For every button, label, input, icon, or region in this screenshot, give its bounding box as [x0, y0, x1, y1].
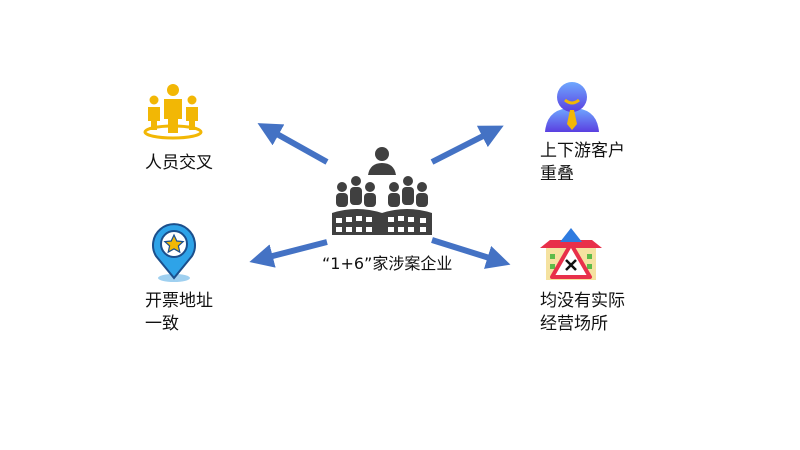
premises-label-line1: 均没有实际 — [540, 291, 625, 311]
premises-label: 均没有实际 经营场所 — [540, 290, 625, 336]
location-pin-star-icon — [152, 223, 196, 282]
clients-label-line2: 重叠 — [540, 164, 574, 184]
people-label-line1: 人员交叉 — [145, 153, 213, 173]
business-person-icon — [545, 82, 599, 132]
clients-label: 上下游客户 重叠 — [540, 140, 625, 186]
center-label: “1+6”家涉案企业 — [322, 254, 453, 273]
arrow-to-people — [257, 123, 329, 165]
address-label: 开票地址 一致 — [145, 290, 213, 336]
premises-label-line2: 经营场所 — [540, 314, 608, 334]
arrow-to-clients — [430, 125, 504, 165]
arrow-to-address — [249, 239, 328, 268]
arrow-to-premises — [431, 237, 511, 269]
address-label-line2: 一致 — [145, 314, 179, 334]
people-group-icon — [143, 84, 203, 140]
people-label: 人员交叉 — [145, 152, 213, 175]
clients-label-line1: 上下游客户 — [540, 141, 625, 161]
enterprise-group-icon — [332, 147, 432, 235]
address-label-line1: 开票地址 — [145, 291, 213, 311]
building-warning-icon — [540, 228, 602, 280]
